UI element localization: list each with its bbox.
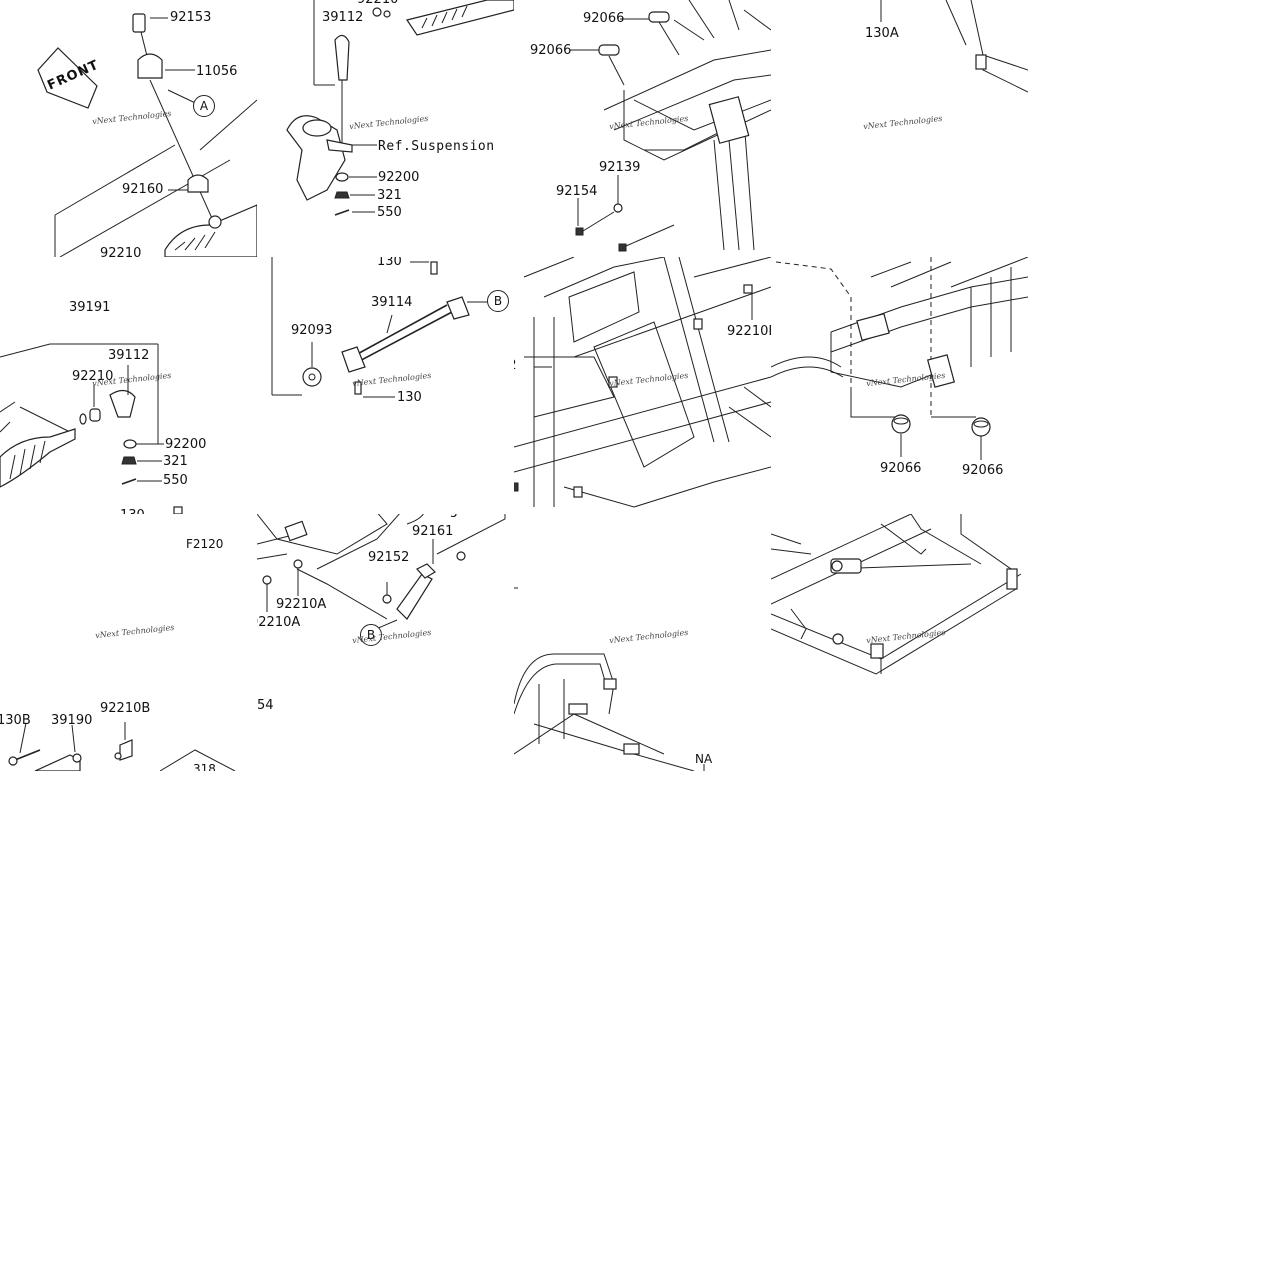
ref-circle-b: B	[487, 290, 509, 312]
callout-92139: 92139	[599, 160, 641, 175]
callout-92066-right: 92066	[962, 463, 1004, 478]
callout-92153: 92153	[170, 10, 212, 25]
callout-39191: 39191	[69, 300, 111, 315]
callout-130b: 130B	[0, 713, 31, 728]
callout-318: 318	[193, 762, 216, 771]
callout-11056: 11056	[196, 64, 238, 79]
callout-92210: 92210	[357, 0, 398, 7]
callout-92154: 92154	[556, 184, 598, 199]
callout-130: 130	[120, 509, 145, 515]
rear-frame-drawing	[771, 514, 1022, 675]
figure-code: F2120	[186, 537, 224, 551]
callout-550: 550	[377, 205, 402, 220]
tile-frame-plugs: 92066 92066 vNext Technologies	[771, 257, 1028, 514]
column-bracket-drawing	[257, 514, 506, 633]
tile-steering-rack-left: FRONT 92153 11056 A 92160 92210 vNext Te…	[0, 0, 257, 257]
callout-92066-top: 92066	[583, 11, 625, 26]
ref-circle-a: A	[193, 95, 215, 117]
ref-circle-b-lower: B	[360, 624, 382, 646]
bottom-left-drawing	[8, 722, 236, 771]
frame-middle-drawing	[514, 257, 771, 508]
callout-130a: 130A	[865, 26, 899, 41]
callout-92210: 92210	[72, 369, 114, 384]
upper-right-drawing	[880, 0, 1028, 93]
callout-550: 550	[163, 473, 188, 488]
steering-shaft-drawing	[271, 257, 487, 398]
callout-92210a-left: 92210A	[257, 615, 301, 630]
callout-130-top: 130	[377, 257, 402, 269]
callout-92161: 92161	[412, 524, 454, 539]
callout-92-left: 92	[514, 359, 517, 373]
rack-left-drawing	[37, 13, 257, 257]
callout-92066-left: 92066	[880, 461, 922, 476]
callout-39114: 39114	[371, 295, 413, 310]
frame-lower-drawing	[514, 587, 705, 771]
callout-5: 5	[450, 514, 458, 520]
callout-92093: 92093	[291, 323, 333, 338]
tile-column-bracket: B C 92139 5 92161 92152 92210A 92210A B …	[257, 514, 514, 771]
callout-321: 321	[377, 188, 402, 203]
callout-92200: 92200	[165, 437, 207, 452]
callout-92210: 92210	[100, 246, 142, 258]
tile-frame-middle: 92210B 92 92 vNext Technologies	[514, 257, 771, 514]
tile-frame-top: 92066 92066 92139 92154 vNext Technologi…	[514, 0, 771, 257]
tile-steering-shaft: A B 130 39114 92093 130 vNext Technologi…	[257, 257, 514, 514]
callout-39112: 39112	[322, 10, 364, 25]
callout-92200: 92200	[378, 170, 420, 185]
tile-frame-lower: NA vNext Technologies	[514, 514, 771, 771]
ref-suspension: Ref.Suspension	[378, 139, 495, 154]
callout-39190: 39190	[51, 713, 93, 728]
watermark: vNext Technologies	[94, 622, 175, 641]
callout-92210b: 92210B	[100, 701, 151, 716]
na-label: NA	[695, 752, 713, 766]
callout-39112: 39112	[108, 348, 150, 363]
tile-rack-assembly: 39191 39112 92210 92200 321 550 130 vNex…	[0, 257, 257, 514]
callout-54: 54	[257, 698, 274, 713]
callout-92152: 92152	[368, 550, 410, 565]
frame-plugs-drawing	[771, 257, 1028, 460]
tile-upper-right: 130A vNext Technologies	[771, 0, 1028, 257]
tile-rear-frame: vNext Technologies	[771, 514, 1028, 771]
rack-assembly-drawing	[0, 343, 183, 514]
callout-92066-left: 92066	[530, 43, 572, 58]
callout-130-bottom: 130	[397, 390, 422, 405]
callout-92210b: 92210B	[727, 324, 771, 339]
callout-321: 321	[163, 454, 188, 469]
callout-92210a-right: 92210A	[276, 597, 327, 612]
tile-bottom-left: 130B 39190 92210B 318	[0, 700, 257, 771]
knuckle-drawing	[286, 0, 514, 216]
frame-top-drawing	[570, 0, 771, 252]
callout-92160: 92160	[122, 182, 164, 197]
tile-tie-rod-knuckle: 92210 39112 Ref.Suspension 92200 321 550…	[257, 0, 514, 257]
